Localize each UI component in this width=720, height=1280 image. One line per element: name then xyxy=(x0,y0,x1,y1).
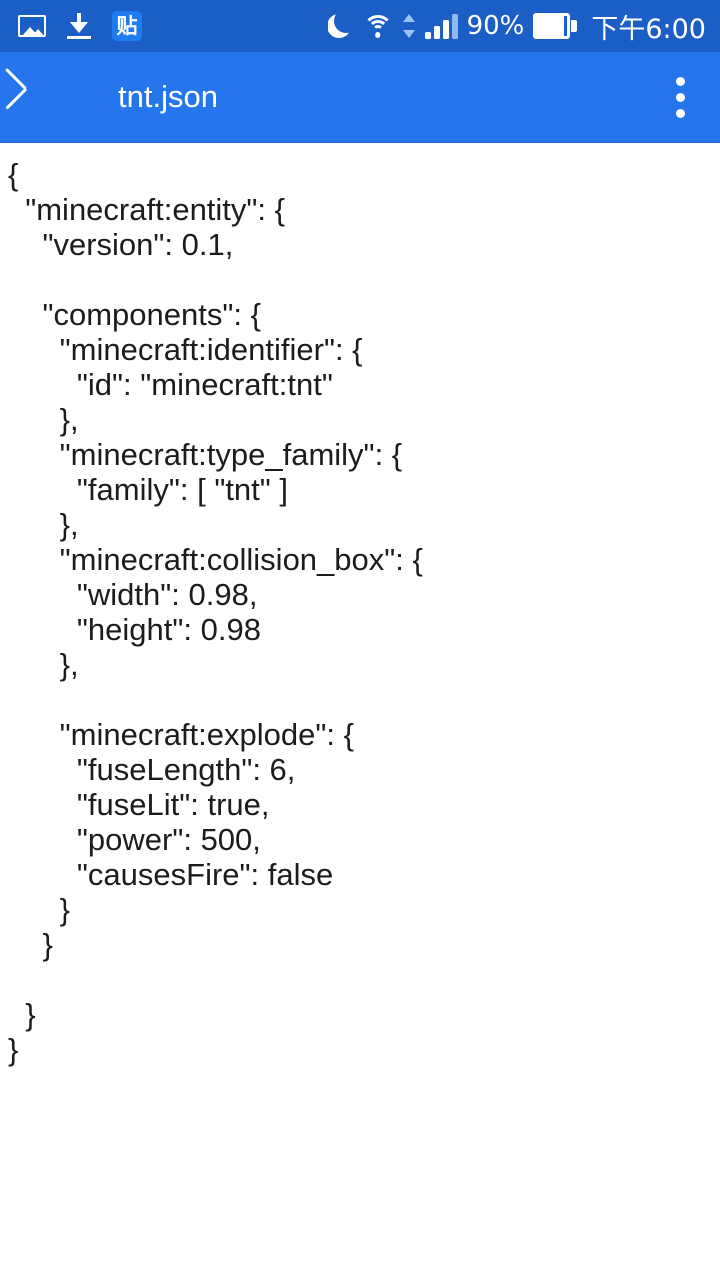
code-line: "family": [ "tnt" ] xyxy=(8,472,289,507)
code-line xyxy=(0,262,720,297)
picture-icon xyxy=(18,15,46,37)
app-bar: tnt.json xyxy=(0,52,720,143)
cellular-signal-icon xyxy=(424,13,458,39)
status-bar-clock: 下午6:00 xyxy=(591,13,706,45)
json-file-viewer[interactable]: { "minecraft:entity": { "version": 0.1, … xyxy=(0,143,720,1280)
data-transfer-arrows-icon xyxy=(402,12,416,40)
code-line: "minecraft:entity": { xyxy=(8,192,286,227)
page-title: tnt.json xyxy=(118,79,218,114)
code-line: "power": 500, xyxy=(8,822,261,857)
code-line: } xyxy=(8,1032,19,1067)
code-line xyxy=(0,682,720,717)
battery-icon xyxy=(533,13,578,39)
code-line: "components": { xyxy=(8,297,261,332)
code-line: } xyxy=(8,892,71,927)
code-line: "id": "minecraft:tnt" xyxy=(8,367,333,402)
code-line: }, xyxy=(8,647,79,682)
download-icon xyxy=(66,13,92,39)
code-line: "minecraft:collision_box": { xyxy=(8,542,423,577)
code-line: }, xyxy=(8,402,79,437)
code-line: "causesFire": false xyxy=(8,857,334,892)
code-line: }, xyxy=(8,507,79,542)
status-bar-left-icons: 贴 xyxy=(18,11,142,41)
code-line: } xyxy=(8,927,53,962)
code-line: "height": 0.98 xyxy=(8,612,261,647)
code-line: "minecraft:explode": { xyxy=(8,717,354,752)
code-line: "version": 0.1, xyxy=(8,227,234,262)
battery-percent-label: 90% xyxy=(466,11,525,41)
code-line: "fuseLength": 6, xyxy=(8,752,296,787)
wifi-icon xyxy=(362,13,394,39)
status-bar-right-icons: 90% 下午6:00 xyxy=(327,7,706,46)
chevron-left-icon xyxy=(24,77,50,117)
back-button[interactable] xyxy=(0,52,74,143)
code-line xyxy=(0,962,720,997)
code-line: "minecraft:type_family": { xyxy=(8,437,403,472)
code-line: "fuseLit": true, xyxy=(8,787,270,822)
code-line: "minecraft:identifier": { xyxy=(8,332,363,367)
sticky-note-icon: 贴 xyxy=(112,11,142,41)
code-line: "width": 0.98, xyxy=(8,577,258,612)
code-line: { xyxy=(8,157,19,192)
more-vertical-icon[interactable] xyxy=(640,52,720,143)
do-not-disturb-moon-icon xyxy=(327,13,353,39)
code-line: } xyxy=(8,997,36,1032)
status-bar: 贴 90% 下午6:00 xyxy=(0,0,720,52)
